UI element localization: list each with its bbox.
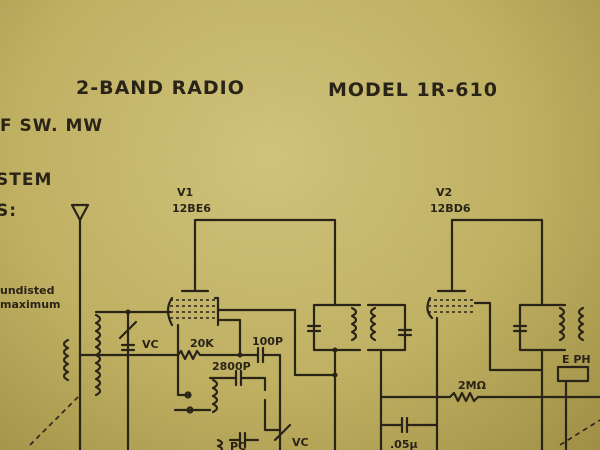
- tube-v1: [166, 218, 337, 327]
- tube-v2: [426, 218, 544, 450]
- capacitor-2800p-label: 2800P: [212, 360, 251, 373]
- schematic-title: 2-BAND RADIO: [76, 77, 245, 99]
- tube-v1-name: V1: [177, 186, 193, 199]
- capacitor-2800p: [208, 369, 267, 392]
- model-number: MODEL 1R-610: [328, 79, 498, 101]
- padder-capacitor-label: PC: [230, 440, 246, 450]
- capacitor-05u-label: .05µ: [390, 438, 418, 450]
- capacitor-100p-label: 100P: [252, 335, 283, 348]
- variable-capacitor-1-label: VC: [142, 338, 159, 351]
- specs-label: S:: [0, 201, 17, 221]
- resistor-20k-capacitor-100p: [78, 346, 282, 450]
- resistor-20k-label: 20K: [190, 337, 214, 350]
- note-line-2: maximum: [0, 298, 61, 311]
- antenna-coil: [29, 309, 172, 450]
- antenna-symbol: [70, 203, 90, 450]
- resistor-2m: [379, 391, 600, 403]
- tube-v1-type: 12BE6: [172, 202, 211, 215]
- if-transformer-1: [306, 303, 413, 450]
- variable-capacitor-2-label: VC: [292, 436, 309, 449]
- resistor-2m-label: 2MΩ: [458, 379, 487, 392]
- tube-v2-type: 12BD6: [430, 202, 471, 215]
- if-transformer-2: [512, 303, 585, 450]
- tube-v2-name: V2: [436, 186, 452, 199]
- note-line-1: undisted: [0, 284, 54, 297]
- system-label: STEM: [0, 170, 52, 190]
- capacitor-05u: [379, 416, 439, 434]
- oscillator-coil: [211, 378, 219, 414]
- band-label: F SW. MW: [0, 116, 103, 136]
- padder-coil: [216, 438, 224, 450]
- earphone-jack: [556, 365, 590, 383]
- earphone-jack-label: E PH: [562, 353, 591, 366]
